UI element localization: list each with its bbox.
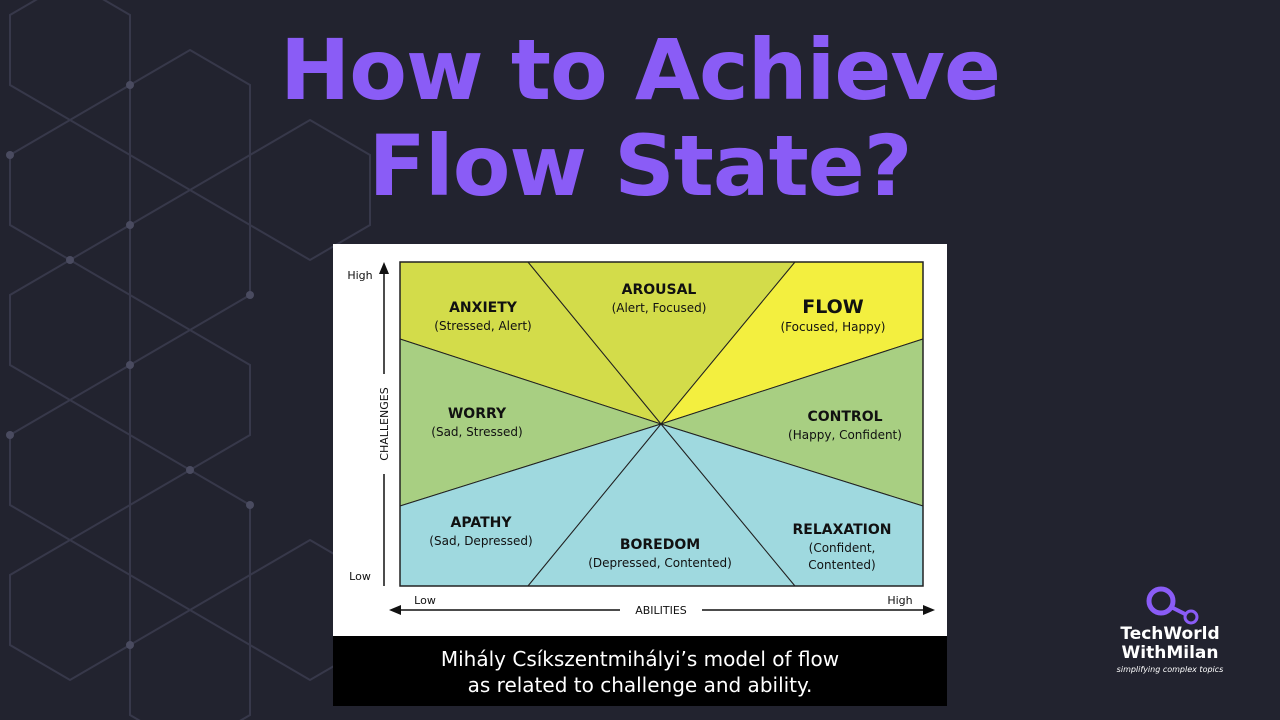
brand-logo-icon: [1146, 586, 1199, 625]
brand-name-line-1: TechWorld: [1120, 624, 1220, 644]
x-axis-right-arrow-icon: [923, 605, 935, 615]
flow-model-diagram: ANXIETY (Stressed, Alert) AROUSAL (Alert…: [347, 261, 935, 619]
y-axis-label: CHALLENGES: [378, 387, 391, 460]
relaxation-desc-2: Contented): [808, 558, 875, 572]
x-low-label: Low: [414, 594, 436, 607]
control-label: CONTROL: [807, 409, 882, 425]
x-axis-left-arrow-icon: [389, 605, 401, 615]
title-line-2: Flow State?: [368, 117, 913, 215]
arousal-desc: (Alert, Focused): [612, 301, 707, 315]
relaxation-desc-1: (Confident,: [809, 541, 876, 555]
chart-frame: [399, 261, 924, 587]
boredom-desc: (Depressed, Contented): [588, 556, 732, 570]
anxiety-label: ANXIETY: [449, 300, 518, 316]
caption-line-2: as related to challenge and ability.: [467, 673, 813, 697]
x-axis-label: ABILITIES: [635, 604, 687, 617]
y-high-label: High: [347, 269, 372, 282]
flow-model-card: ANXIETY (Stressed, Alert) AROUSAL (Alert…: [333, 244, 947, 706]
page-title: How to Achieve Flow State?: [0, 22, 1280, 214]
hexagon-background: [6, 0, 371, 720]
apathy-desc: (Sad, Depressed): [429, 534, 532, 548]
brand-logo-block: TechWorld WithMilan simplifying complex …: [1105, 585, 1245, 685]
caption-line-1: Mihály Csíkszentmihályi’s model of flow: [440, 647, 840, 671]
apathy-label: APATHY: [451, 515, 513, 531]
brand-tagline: simplifying complex topics: [1116, 665, 1224, 674]
x-high-label: High: [887, 594, 912, 607]
anxiety-desc: (Stressed, Alert): [434, 319, 531, 333]
diagram-caption: Mihály Csíkszentmihályi’s model of flow …: [333, 636, 947, 706]
arousal-label: AROUSAL: [622, 282, 697, 298]
boredom-label: BOREDOM: [620, 537, 700, 553]
flow-label: FLOW: [802, 296, 864, 318]
title-line-1: How to Achieve: [279, 21, 1001, 119]
y-low-label: Low: [349, 570, 371, 583]
relaxation-label: RELAXATION: [792, 522, 891, 538]
control-desc: (Happy, Confident): [788, 428, 902, 442]
brand-name-line-2: WithMilan: [1121, 643, 1219, 663]
y-axis-arrow-icon: [379, 262, 389, 274]
flow-desc: (Focused, Happy): [781, 320, 886, 334]
worry-label: WORRY: [448, 406, 507, 422]
brand-name: TechWorld WithMilan: [1105, 625, 1235, 663]
worry-desc: (Sad, Stressed): [431, 425, 522, 439]
